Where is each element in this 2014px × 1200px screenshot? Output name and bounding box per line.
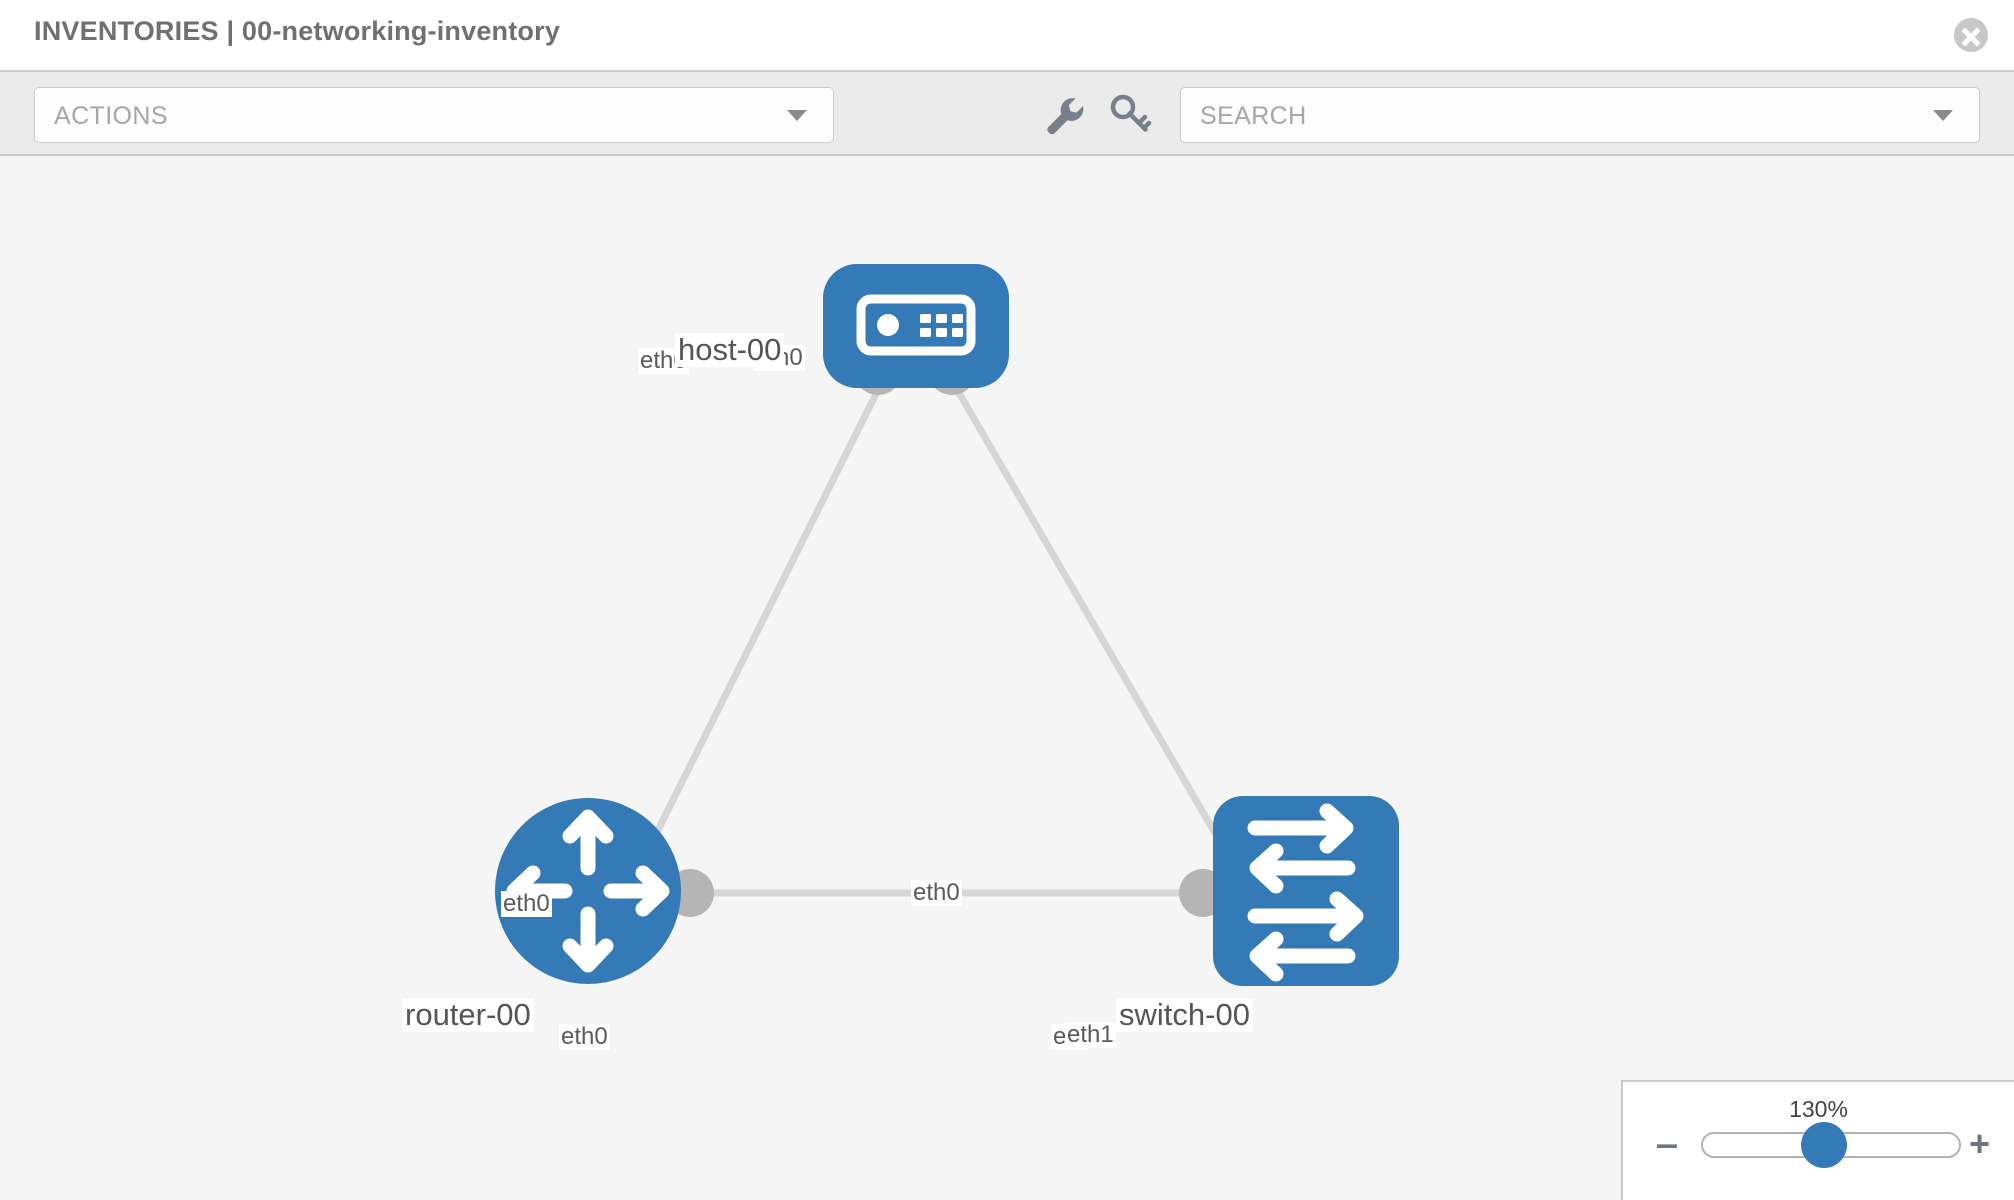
- key-icon[interactable]: [1107, 92, 1153, 138]
- node-host-00: [823, 264, 1009, 388]
- node-label-host-00: host-00: [675, 332, 785, 368]
- close-icon[interactable]: [1954, 18, 1988, 52]
- link-host-switch: [951, 384, 1244, 878]
- title-bar: INVENTORIES | 00-networking-inventory: [0, 0, 2014, 70]
- chevron-down-icon: [1933, 110, 1953, 121]
- zoom-control-panel: 130% ‒ +: [1621, 1080, 2014, 1200]
- topology-canvas[interactable]: eth0 eth0 host-00 eth0 eth0 eth0 eth eth…: [0, 156, 2014, 1200]
- search-placeholder: SEARCH: [1200, 102, 1307, 130]
- zoom-slider-thumb[interactable]: [1801, 1122, 1847, 1168]
- page-title: INVENTORIES | 00-networking-inventory: [34, 16, 561, 46]
- actions-dropdown[interactable]: ACTIONS: [34, 87, 834, 143]
- node-router-00: [495, 798, 681, 984]
- wrench-icon[interactable]: [1041, 92, 1087, 138]
- edge-label-switch-up: eth0: [911, 879, 962, 907]
- edge-label-router-right: eth0: [559, 1023, 610, 1051]
- topology-graph: [495, 264, 1399, 986]
- zoom-level-label: 130%: [1789, 1096, 1848, 1122]
- link-host-router: [636, 384, 884, 868]
- node-label-switch-00: switch-00: [1116, 997, 1253, 1033]
- zoom-in-button[interactable]: +: [1968, 1123, 1990, 1164]
- zoom-out-button[interactable]: ‒: [1657, 1123, 1678, 1164]
- node-label-router-00: router-00: [402, 997, 534, 1033]
- edge-label-router-up: eth0: [501, 890, 552, 918]
- edge-label-switch-left: eth1: [1065, 1021, 1116, 1049]
- chevron-down-icon: [787, 110, 807, 121]
- node-switch-00: [1213, 796, 1399, 986]
- toolbar: ACTIONS SEARCH: [0, 70, 2014, 156]
- search-input[interactable]: SEARCH: [1180, 87, 1980, 143]
- actions-dropdown-label: ACTIONS: [54, 102, 168, 130]
